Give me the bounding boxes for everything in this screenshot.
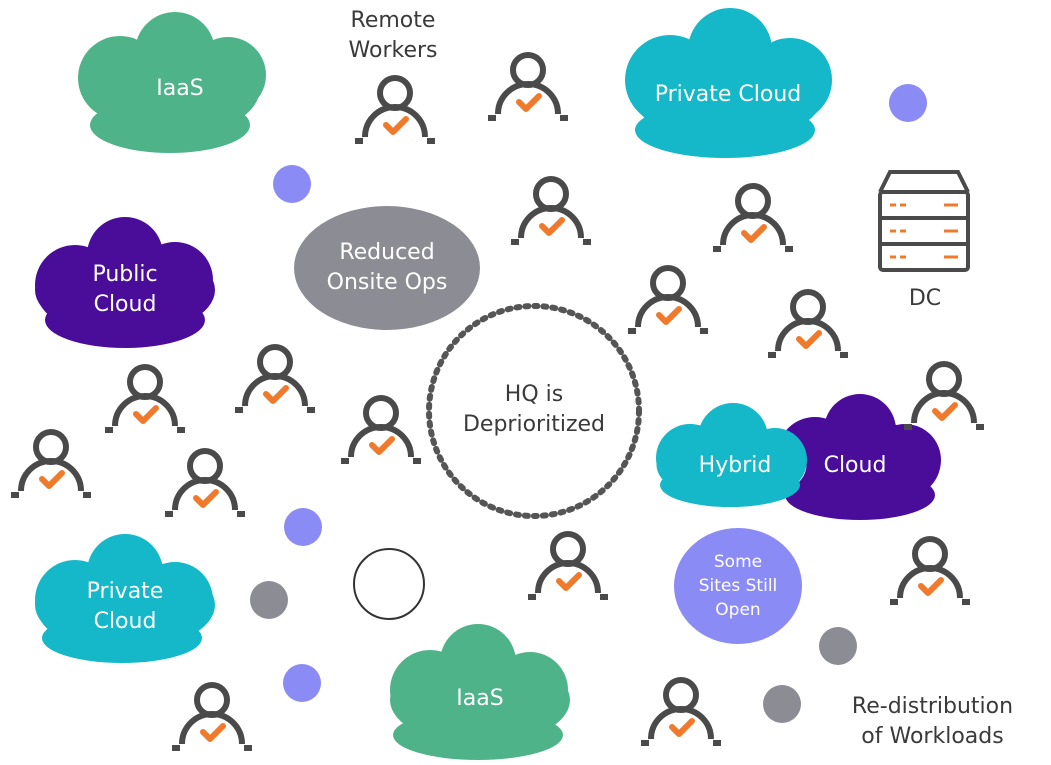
person-check-icon: [890, 539, 970, 602]
dc-label: DC: [908, 286, 942, 311]
server-rack-icon: [878, 170, 970, 272]
cloud-public: [35, 217, 215, 348]
dot-gray: [819, 627, 857, 665]
some-sites-circle: [674, 528, 802, 644]
remote-workers-label: Remote Workers: [348, 8, 438, 63]
redistribution-label: Re-distribution of Workloads: [851, 694, 1014, 749]
dot-blue: [283, 664, 321, 702]
cloud-label: Cloud: [823, 453, 887, 478]
person-check-icon: [904, 364, 984, 427]
person-check-icon: [11, 432, 91, 495]
cloud-iaas-bottom: [390, 624, 570, 760]
person-check-icon: [355, 78, 435, 141]
dot-blue: [889, 84, 927, 122]
dot-blue: [284, 508, 322, 546]
person-check-icon: [235, 347, 315, 410]
person-check-icon: [511, 179, 591, 242]
cloud-hybrid-purple: [777, 394, 941, 520]
private-cloud-top-label: Private Cloud: [654, 82, 802, 107]
reduced-onsite-ops-ellipse: [294, 206, 480, 330]
person-check-icon: [713, 186, 793, 249]
hq-label: HQ is Deprioritized: [462, 382, 605, 437]
hq-dotted-circle: [426, 303, 642, 519]
empty-circle: [353, 548, 425, 620]
dot-blue: [273, 165, 311, 203]
iaas-top-label: IaaS: [156, 76, 204, 101]
cloud-private-top: [625, 8, 832, 158]
cloud-private-bottom: [35, 534, 215, 663]
person-check-icon: [341, 398, 421, 461]
some-sites-label: Some Sites Still Open: [698, 552, 778, 620]
person-check-icon: [628, 268, 708, 331]
dot-gray: [763, 685, 801, 723]
cloud-iaas-top: [78, 12, 266, 153]
reduced-onsite-ops-label: Reduced Onsite Ops: [326, 240, 448, 295]
person-check-icon: [488, 55, 568, 118]
hybrid-label: Hybrid: [698, 453, 772, 478]
person-check-icon: [641, 680, 721, 743]
dot-gray: [250, 581, 288, 619]
public-cloud-label: Public Cloud: [92, 262, 158, 317]
person-check-icon: [165, 451, 245, 514]
private-cloud-bottom-label: Private Cloud: [86, 579, 164, 634]
person-check-icon: [172, 685, 252, 748]
person-check-icon: [528, 534, 608, 597]
cloud-hybrid-teal-fill: [656, 403, 807, 507]
iaas-bottom-label: IaaS: [456, 686, 504, 711]
person-check-icon: [768, 292, 848, 355]
person-check-icon: [105, 367, 185, 430]
